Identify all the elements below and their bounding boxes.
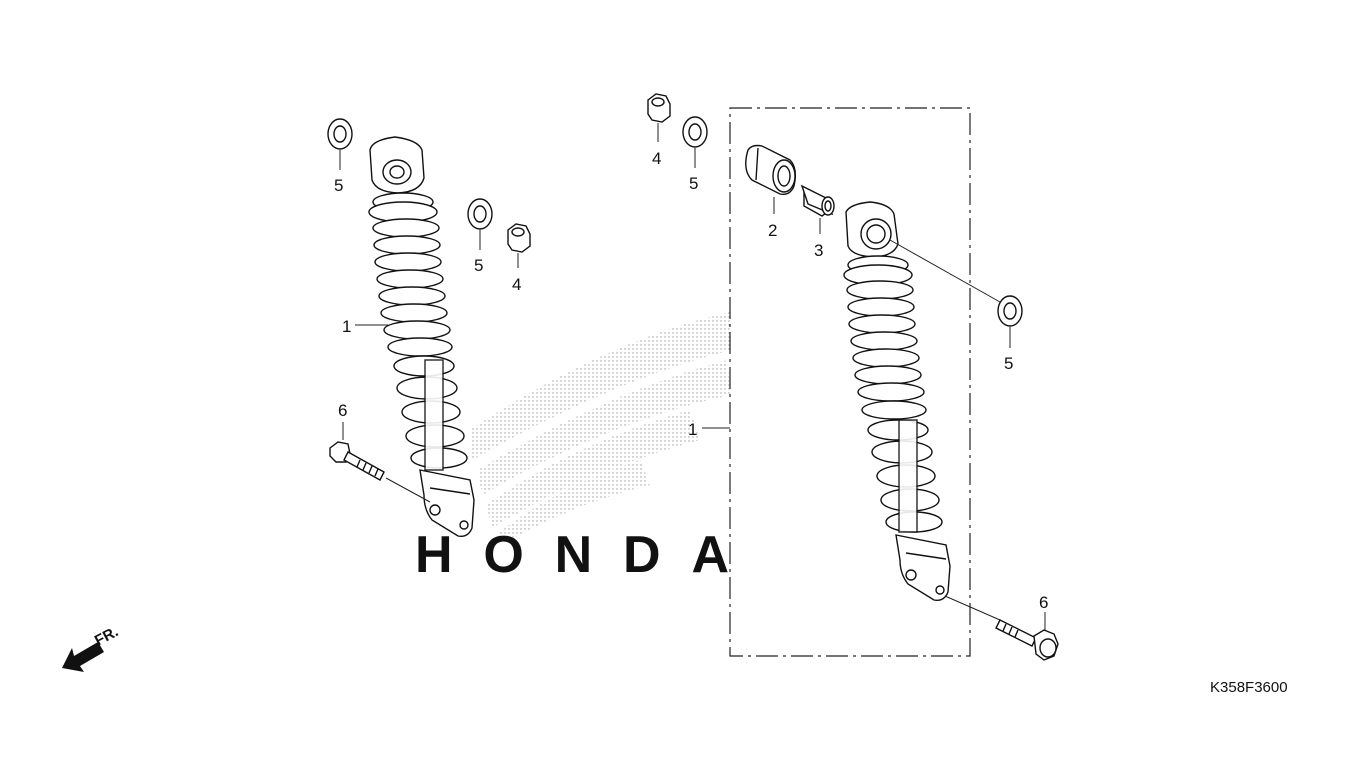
front-arrow-icon (62, 642, 104, 672)
callout-right-bolt: 6 (1039, 593, 1048, 612)
assembly-box (729, 107, 971, 657)
callout-right-washer-top: 5 (689, 174, 698, 193)
washer-icon (997, 295, 1023, 327)
bolt-icon (329, 441, 385, 481)
callout-right-nut: 4 (652, 149, 661, 168)
nut-icon (507, 223, 531, 253)
callout-bushing: 2 (768, 221, 777, 240)
bushing-icon (745, 144, 797, 196)
bolt-icon (995, 619, 1059, 661)
callout-left-bolt: 6 (338, 401, 347, 420)
callout-collar: 3 (814, 241, 823, 260)
callout-left-washer-mid: 5 (474, 256, 483, 275)
callout-left-shock: 1 (342, 317, 351, 336)
washer-icon (467, 198, 493, 230)
callout-left-washer-top: 5 (334, 176, 343, 195)
honda-wing-watermark-icon (470, 312, 732, 545)
left-shock-absorber-icon (368, 136, 475, 538)
callout-left-nut: 4 (512, 275, 521, 294)
diagram-code: K358F3600 (1210, 679, 1288, 696)
collar-icon (800, 184, 835, 217)
right-shock-absorber-icon (843, 201, 951, 602)
washer-icon (682, 116, 708, 148)
washer-icon (327, 118, 353, 150)
callout-right-washer: 5 (1004, 354, 1013, 373)
nut-icon (647, 93, 671, 123)
callout-right-shock: 1 (688, 420, 697, 439)
